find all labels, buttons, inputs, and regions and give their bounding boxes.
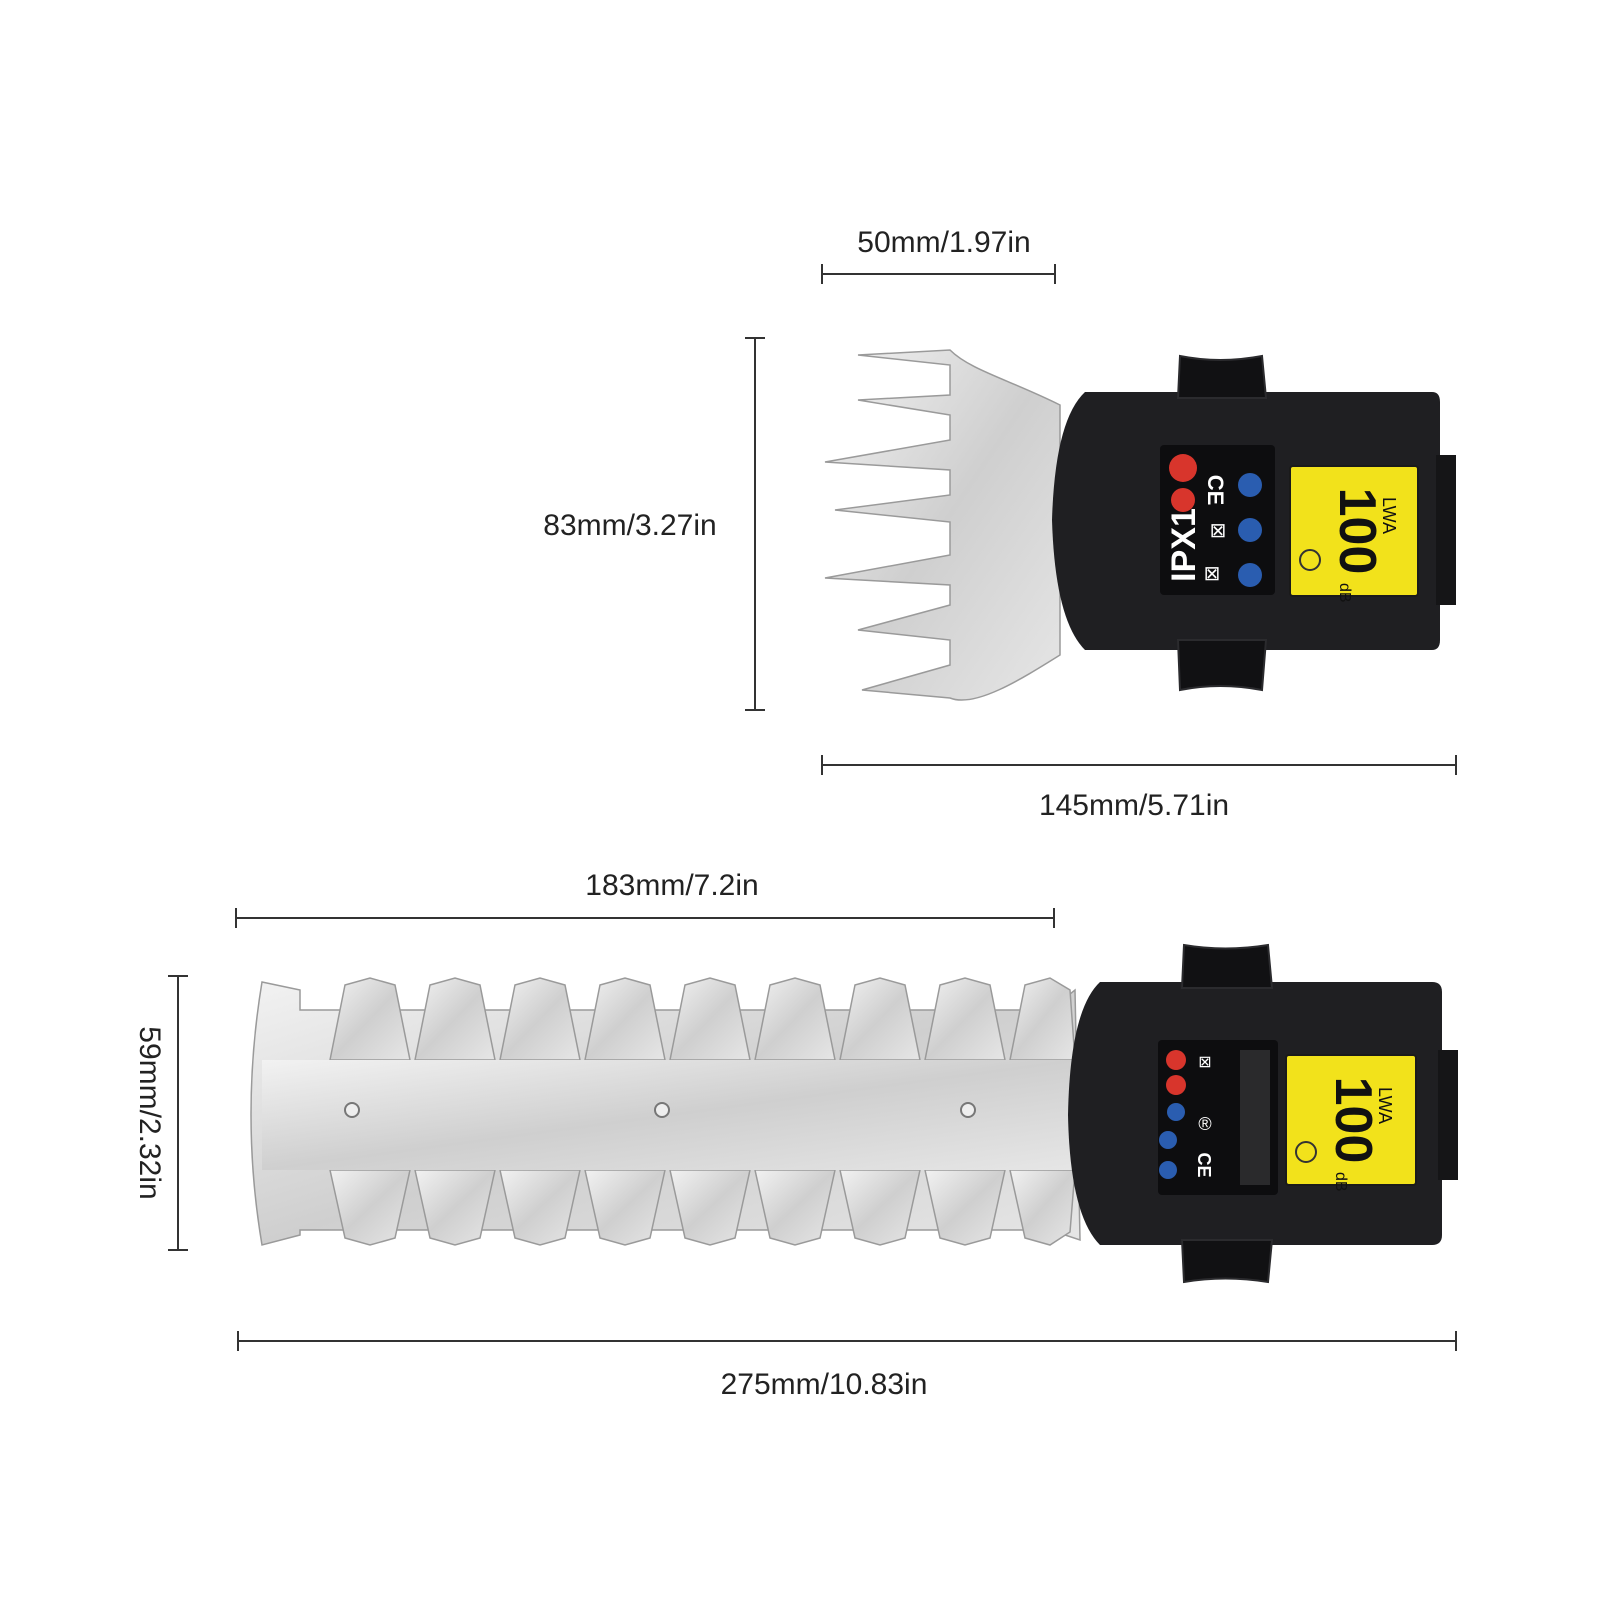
rivet-1 [344,1102,360,1118]
hedge-top-clip [1180,943,1274,989]
dim-shear-tip-width: 50mm/1.97in [821,226,1056,284]
hedge-top-teeth [329,977,1076,1061]
shear-noise-label [1289,465,1419,597]
registered-icon: ® [1198,1114,1211,1134]
no-fire-icon [1166,1075,1186,1095]
no-person-icon [1169,454,1197,482]
hedge-total-length-label: 275mm/10.83in [721,1368,928,1401]
hedge-blade-center [262,1060,1077,1170]
dim-hedge-height: 59mm/2.32in [133,975,188,1251]
shear-tip-width-label: 50mm/1.97in [857,226,1030,259]
read-manual-icon [1159,1161,1177,1179]
db-value: 100 [1324,1077,1382,1164]
hedge-side-connector [1438,1050,1458,1180]
shear-bottom-clip [1176,639,1268,692]
dim-hedge-total-length: 275mm/10.83in [237,1331,1457,1401]
read-manual-icon [1238,473,1262,497]
lwa-label: LWA [1379,497,1399,534]
noise-symbol-icon [1295,1141,1317,1163]
no-person-icon [1166,1050,1186,1070]
bin-icon-2: ⊠ [1204,563,1221,585]
ear-protection-icon [1159,1131,1177,1149]
eye-protection-icon [1238,563,1262,587]
dim-shear-length: 145mm/5.71in [821,755,1457,822]
shear-top-clip [1176,354,1268,399]
ip-rating: IPX1 [1165,508,1203,582]
hedge-blade-length-label: 183mm/7.2in [585,869,758,902]
grass-shear-attachment: CE ⊠ ⊠ IPX1 100 dB LWA [824,349,1456,701]
hedge-noise-label [1285,1054,1417,1186]
bin-icon: ⊠ [1198,1054,1211,1071]
hedge-trimmer-attachment: CE ⊠ ® 100 dB LWA [250,943,1458,1284]
eye-protection-icon [1167,1103,1185,1121]
hedge-bottom-clip [1180,1239,1274,1284]
noise-symbol-icon [1299,549,1321,571]
hedge-icons: CE ⊠ ® [1159,1050,1270,1185]
shear-height-label: 83mm/3.27in [543,509,716,542]
hedge-bottom-teeth [329,1169,1076,1246]
shear-icons: CE ⊠ ⊠ IPX1 [1165,454,1262,587]
shear-comb-blade [824,349,1061,701]
ear-protection-icon [1238,518,1262,542]
rivet-3 [960,1102,976,1118]
ce-mark: CE [1194,1152,1214,1177]
rivet-2 [654,1102,670,1118]
db-value: 100 [1328,488,1386,575]
dim-hedge-blade-length: 183mm/7.2in [235,869,1055,928]
ce-mark: CE [1203,475,1228,506]
dim-shear-height: 83mm/3.27in [543,337,765,711]
bin-icon: ⊠ [1210,520,1227,542]
fine-print-text-block [1240,1050,1270,1185]
shear-side-connector [1436,455,1456,605]
no-fire-icon [1171,488,1195,512]
shear-length-label: 145mm/5.71in [1039,789,1229,822]
lwa-label: LWA [1375,1087,1395,1124]
db-unit: dB [1336,583,1353,603]
hedge-height-label: 59mm/2.32in [133,1026,166,1199]
db-unit: dB [1332,1172,1349,1192]
